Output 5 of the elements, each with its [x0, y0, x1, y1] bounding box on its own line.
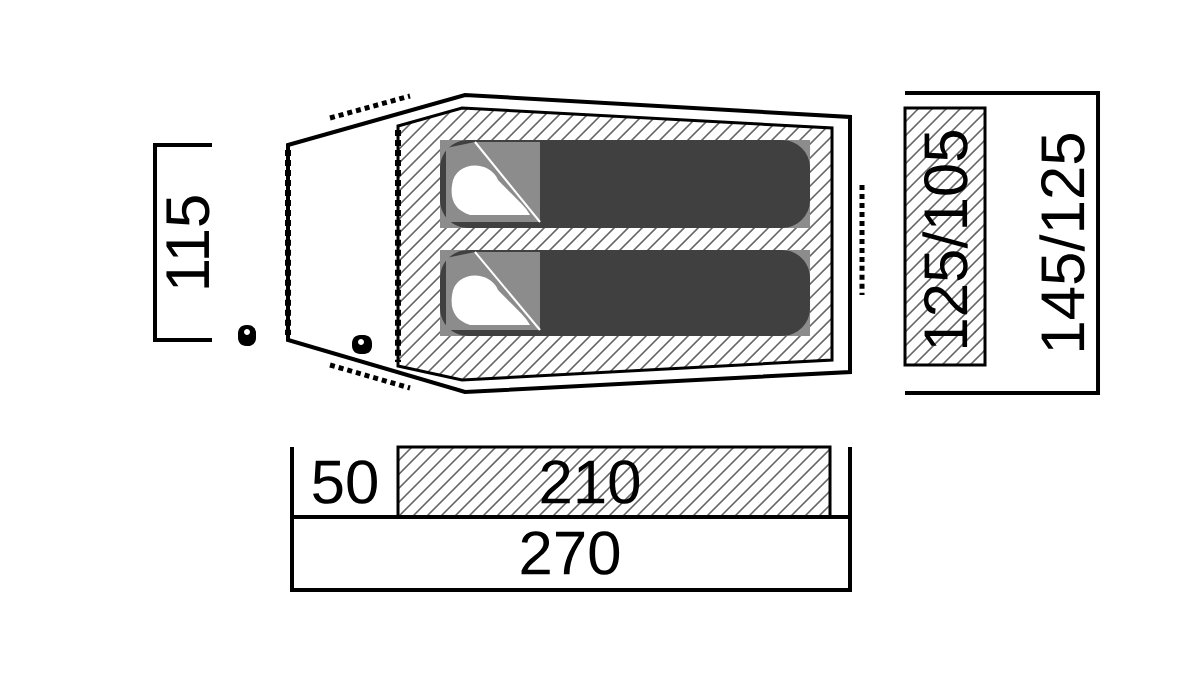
- dimension-label: 50: [313, 460, 377, 504]
- dimension-label: 145/125: [1039, 134, 1085, 350]
- dimension-label: 125/105: [922, 131, 968, 347]
- dimension-label: 115: [166, 196, 210, 288]
- dimension-label: 270: [521, 531, 620, 575]
